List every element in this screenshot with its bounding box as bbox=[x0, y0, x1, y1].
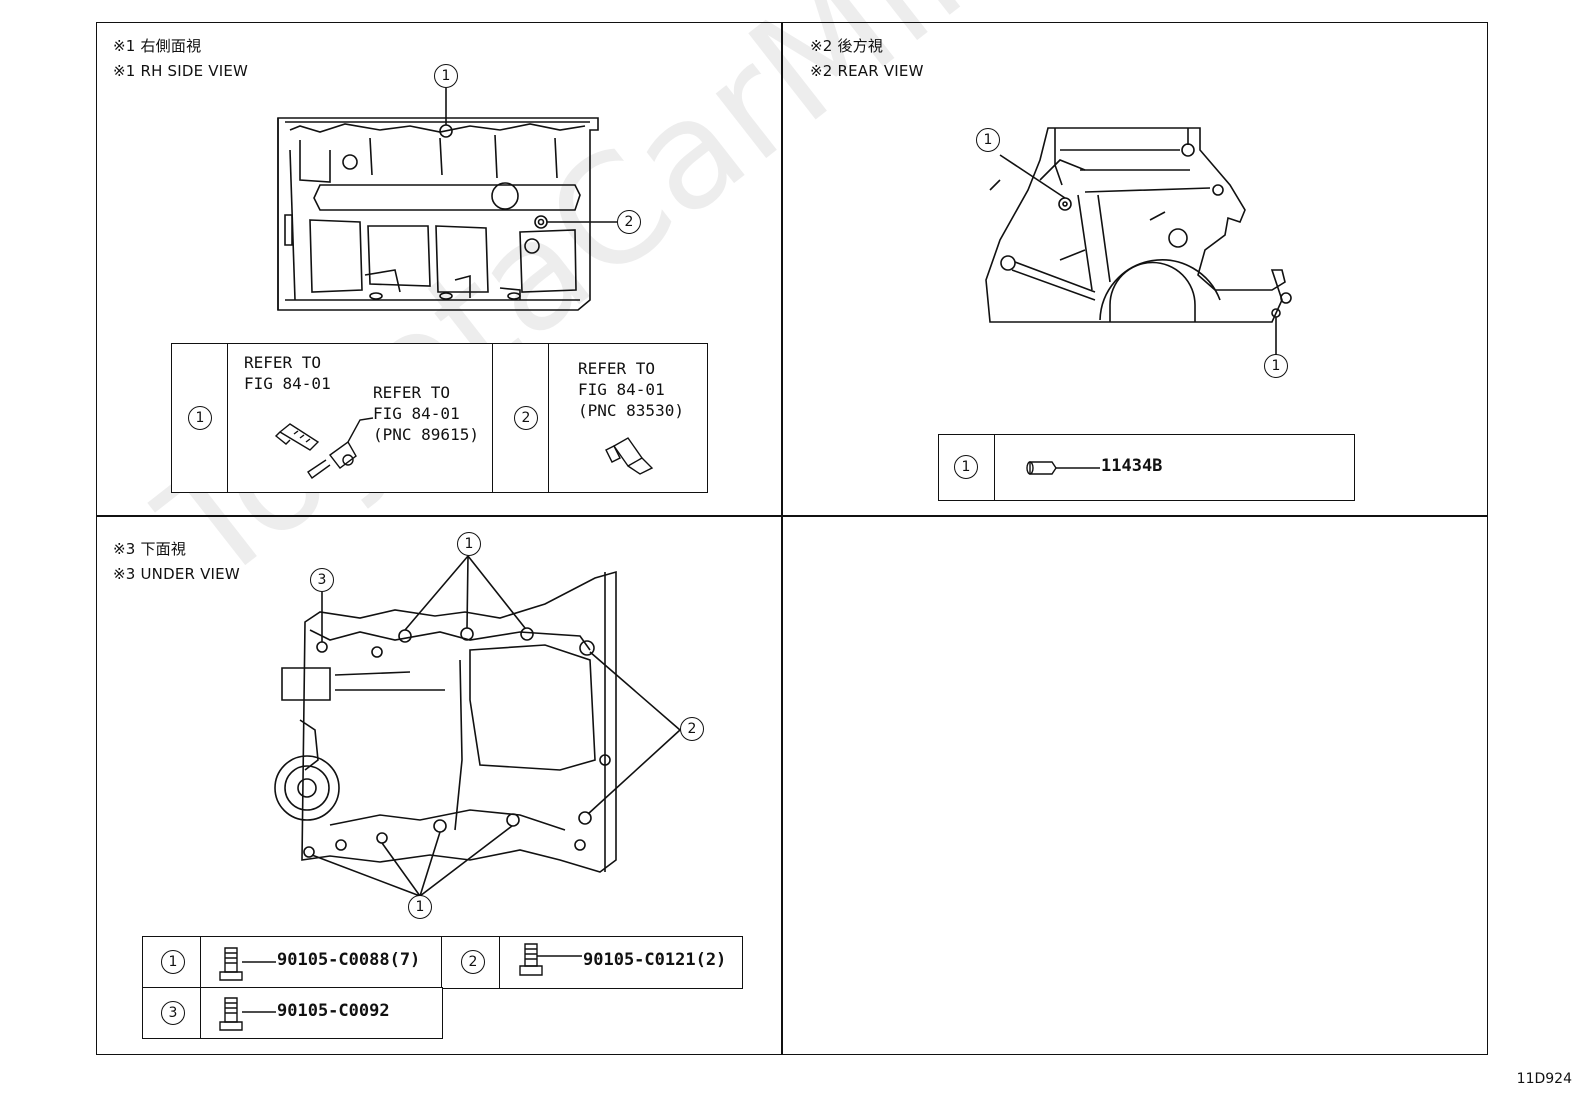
figure-code: 11D924 bbox=[1516, 1071, 1572, 1087]
rh-table-num-1: 1 bbox=[188, 406, 212, 430]
rh-parts-table bbox=[171, 343, 708, 493]
under-callout-3: 3 bbox=[310, 568, 334, 592]
rh-callout-2: 2 bbox=[617, 210, 641, 234]
rh-refer-b-fig: FIG 84-01 bbox=[373, 404, 460, 423]
under-caption-en: ※3 UNDER VIEW bbox=[113, 565, 240, 583]
under-part-number-1: 90105-C0088(7) bbox=[277, 950, 421, 970]
rh-refer-2-fig: FIG 84-01 bbox=[578, 380, 665, 399]
under-table-num-1: 1 bbox=[161, 950, 185, 974]
rh-refer-b: REFER TO bbox=[373, 383, 451, 402]
rear-caption-jp: ※2 後方視 bbox=[810, 37, 884, 55]
rear-callout-1-top: 1 bbox=[976, 128, 1000, 152]
under-callout-2: 2 bbox=[680, 717, 704, 741]
under-part-number-2: 90105-C0121(2) bbox=[583, 950, 727, 970]
under-table-num-3: 3 bbox=[161, 1001, 185, 1025]
under-part-number-3: 90105-C0092 bbox=[277, 1001, 390, 1021]
rear-part-number: 11434B bbox=[1101, 456, 1163, 476]
rh-refer-a-fig: FIG 84-01 bbox=[244, 374, 331, 393]
rh-refer-2-pnc: (PNC 83530) bbox=[578, 401, 684, 420]
rh-side-caption-jp: ※1 右側面視 bbox=[113, 37, 202, 55]
rear-callout-1-bottom: 1 bbox=[1264, 354, 1288, 378]
under-table-num-2: 2 bbox=[461, 950, 485, 974]
rear-caption-en: ※2 REAR VIEW bbox=[810, 62, 924, 80]
under-caption-jp: ※3 下面視 bbox=[113, 540, 187, 558]
rh-refer-a: REFER TO bbox=[244, 353, 322, 372]
horizontal-divider bbox=[97, 515, 1487, 517]
rh-refer-2: REFER TO bbox=[578, 359, 656, 378]
under-callout-1-bottom: 1 bbox=[408, 895, 432, 919]
under-parts-table-row2 bbox=[142, 987, 443, 1039]
rh-callout-1: 1 bbox=[434, 64, 458, 88]
under-callout-1-top: 1 bbox=[457, 532, 481, 556]
rear-table-num-1: 1 bbox=[954, 455, 978, 479]
diagram-frame bbox=[96, 22, 1488, 1055]
rear-parts-table bbox=[938, 434, 1355, 501]
rh-table-num-2: 2 bbox=[514, 406, 538, 430]
rh-side-caption-en: ※1 RH SIDE VIEW bbox=[113, 62, 249, 80]
vertical-divider bbox=[781, 23, 783, 1054]
rh-refer-b-pnc: (PNC 89615) bbox=[373, 425, 479, 444]
